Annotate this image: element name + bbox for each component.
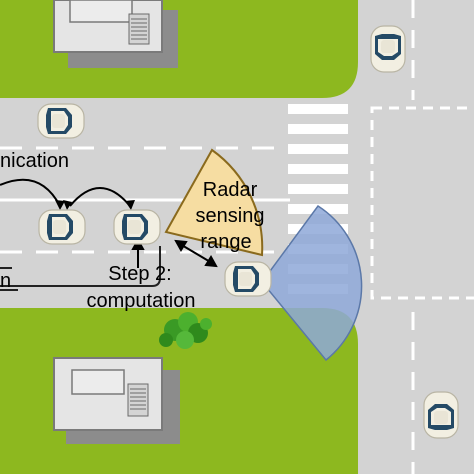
car-icon [38, 209, 86, 245]
detection-sector [261, 204, 363, 362]
intersection-markings [370, 0, 474, 474]
computation-bracket [0, 246, 161, 287]
radar-label-line2: sensing [196, 205, 265, 227]
car-icon [423, 391, 459, 439]
car-icon [370, 25, 406, 73]
step2-label-line1: Step 2: [108, 263, 171, 285]
car-icon [224, 261, 272, 297]
building-icon [53, 0, 178, 68]
communication-arrows [0, 178, 131, 207]
car-icon [113, 209, 161, 245]
car-icon [37, 103, 85, 139]
left-fragment-label: n [0, 270, 11, 292]
building-icon [53, 357, 180, 444]
communication-bracket [0, 267, 18, 291]
radar-sector [164, 148, 264, 257]
step2-label-line2: computation [87, 290, 196, 312]
range-arrow [174, 239, 218, 268]
radar-label-line3: range [200, 231, 251, 253]
radar-label-line1: Radar [203, 179, 258, 201]
bush-icon [159, 312, 212, 349]
communication-label: nication [0, 150, 69, 172]
